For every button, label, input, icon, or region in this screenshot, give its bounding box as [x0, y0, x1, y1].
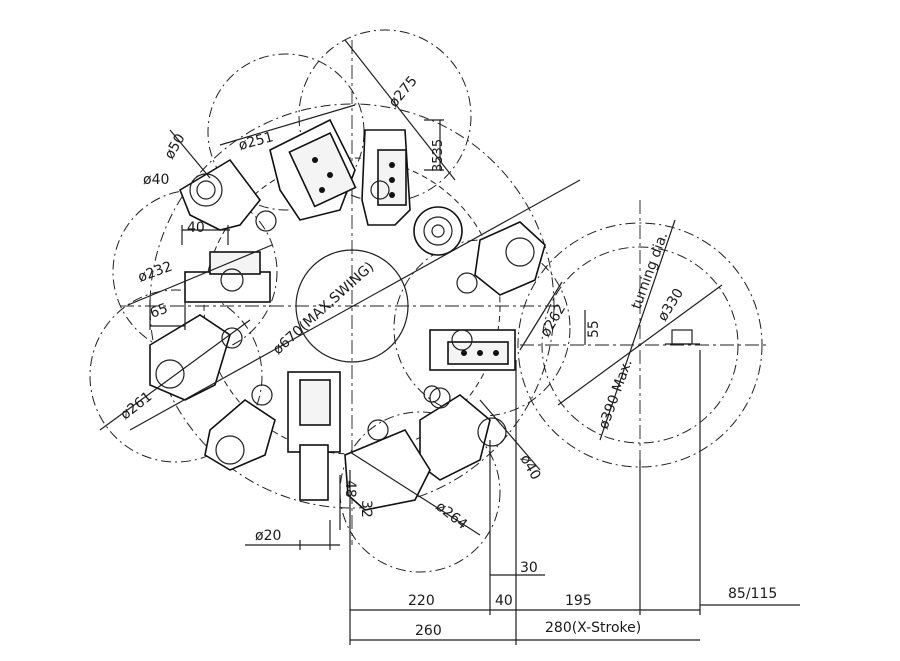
- label-85-115: 85/115: [728, 586, 777, 602]
- label-40-left: 40: [187, 220, 205, 236]
- label-220: 220: [408, 593, 435, 609]
- label-35-35: 3535: [431, 139, 446, 172]
- label-d275: ø275: [386, 73, 421, 110]
- tool-circle-251: [207, 53, 365, 211]
- label-d670: ø670(MAX.SWING): [270, 259, 377, 358]
- tool-holders: [149, 118, 700, 511]
- turning-diameter-circle: [517, 222, 763, 468]
- diameter-leaders: [99, 39, 723, 536]
- label-d50: ø50: [162, 131, 189, 162]
- label-48: 48: [342, 480, 358, 498]
- label-d262: ø262: [538, 301, 570, 340]
- label-d232: ø232: [136, 259, 175, 286]
- turret-center-disc: [295, 249, 409, 363]
- label-32: 32: [358, 500, 374, 518]
- dimension-lines: [149, 119, 800, 645]
- label-30: 30: [520, 560, 538, 576]
- label-65: 65: [148, 301, 170, 322]
- label-d264: ø264: [433, 499, 471, 533]
- tool-circle-264: [339, 411, 501, 573]
- label-260: 260: [415, 623, 442, 639]
- label-195: 195: [565, 593, 592, 609]
- label-d20: ø20: [255, 528, 281, 544]
- label-40-bottom: 40: [495, 593, 513, 609]
- label-d40-bottom: ø40: [517, 452, 544, 483]
- label-55: 55: [586, 320, 602, 338]
- label-d390: ø390 Max.: [596, 357, 636, 431]
- label-d330: ø330: [655, 286, 687, 324]
- label-d40-top: ø40: [143, 172, 169, 188]
- tool-circle-261: [89, 289, 263, 463]
- label-280: 280(X-Stroke): [545, 620, 641, 636]
